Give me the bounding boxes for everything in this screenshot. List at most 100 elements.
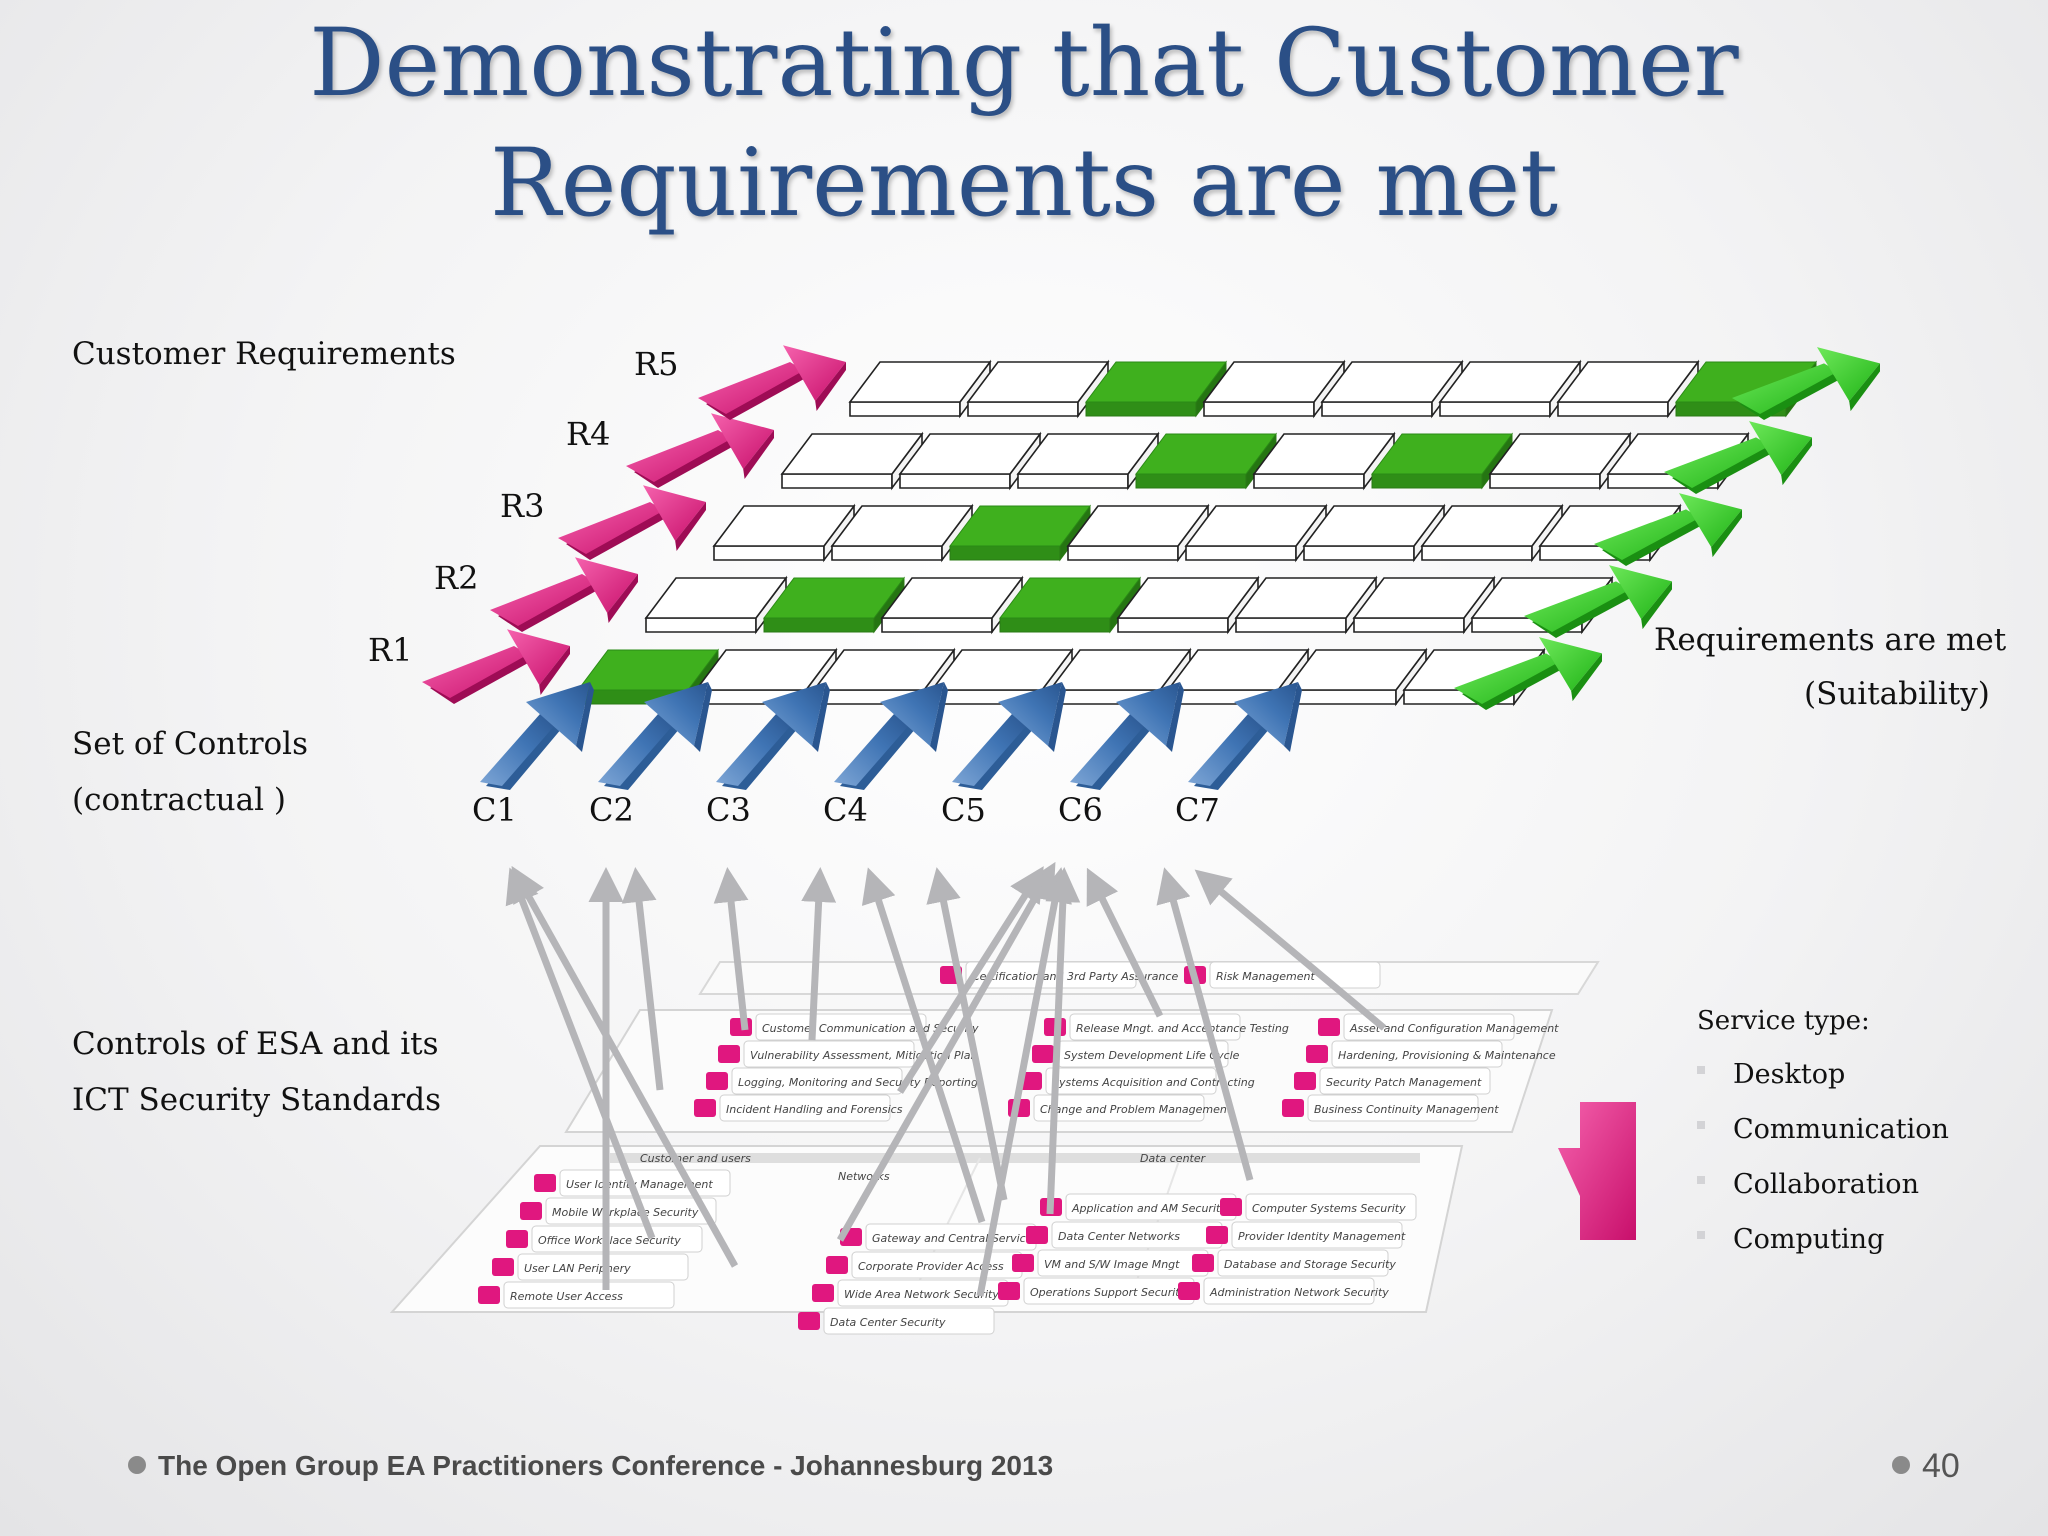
esa-control-item: VM and S/W Image Mngt [1012, 1249, 1209, 1277]
esa-section-header: Customer and users [640, 1152, 751, 1165]
slide-title-line-2: Requirements are met [490, 129, 1558, 238]
esa-control-text: Operations Support Security [1030, 1286, 1187, 1299]
requirement-met-arrows [1454, 347, 1880, 710]
esa-control-item: User LAN Periphery [492, 1253, 689, 1281]
esa-control-item: Risk Management [1184, 961, 1381, 989]
service-type-title: Service type: [1697, 1006, 1870, 1036]
met-arrow-r3 [1594, 493, 1742, 566]
esa-control-text: Provider Identity Management [1238, 1230, 1406, 1243]
esa-control-text: VM and S/W Image Mngt [1044, 1258, 1180, 1271]
esa-control-text: Computer Systems Security [1252, 1202, 1406, 1215]
esa-control-item: Data Center Security [798, 1307, 995, 1335]
control-label-c1: C1 [472, 791, 517, 829]
grid-cell [1488, 431, 1632, 491]
esa-control-item: Database and Storage Security [1192, 1249, 1396, 1277]
contractual-label: (contractual ) [72, 782, 286, 818]
suitability-label: (Suitability) [1804, 676, 1990, 712]
esa-control-item: Data Center Networks [1026, 1221, 1223, 1249]
esa-control-text: Asset and Configuration Management [1349, 1022, 1559, 1035]
grid-cell [1234, 575, 1378, 635]
requirement-label-r4: R4 [566, 415, 611, 453]
esa-control-text: System Development Life Cycle [1064, 1049, 1240, 1062]
esa-control-text: User LAN Periphery [524, 1262, 631, 1275]
mapping-arrow [713, 867, 749, 1031]
esa-control-item: Corporate Provider Access [826, 1251, 1023, 1279]
esa-control-item: Change and Problem Management [1008, 1094, 1232, 1122]
met-arrow-r4 [1664, 421, 1812, 494]
control-label-c4: C4 [823, 791, 868, 829]
grid-cell-met [1135, 432, 1277, 490]
esa-control-text: Data Center Security [830, 1316, 946, 1329]
esa-control-text: Security Patch Management [1326, 1076, 1482, 1089]
grid-cell [1556, 359, 1700, 419]
esa-control-item: Asset and Configuration Management [1318, 1013, 1559, 1041]
esa-control-text: Risk Management [1216, 970, 1315, 983]
mapping-arrow [511, 865, 739, 1268]
esa-control-text: Certification and 3rd Party Assurance [972, 970, 1178, 983]
mapping-arrow [897, 866, 1044, 1094]
grid-cell [1016, 431, 1160, 491]
mapping-arrow [836, 861, 1056, 1242]
esa-section-header: Data center [1140, 1152, 1207, 1165]
requirement-label-r2: R2 [434, 559, 479, 597]
service-type-computing: Computing [1733, 1224, 1885, 1255]
esa-control-text: Customer Communication and Security [762, 1022, 979, 1035]
esa-control-text: Database and Storage Security [1224, 1258, 1396, 1271]
esa-control-item: Logging, Monitoring and Security Reporti… [706, 1067, 978, 1095]
bullet-icon [1892, 1456, 1910, 1475]
grid-cell [1320, 359, 1464, 419]
control-arrow-c2 [598, 682, 712, 790]
esa-control-item: Security Patch Management [1294, 1067, 1491, 1095]
requirement-arrow-r1 [422, 629, 570, 704]
esa-control-item: Business Continuity Management [1282, 1094, 1499, 1122]
controls-esa-label-line-1: Controls of ESA and its [72, 1026, 439, 1062]
mapping-arrow [505, 867, 656, 1240]
bullet-icon [1697, 1120, 1705, 1129]
requirement-label-r3: R3 [500, 487, 545, 525]
esa-control-text: Incident Handling and Forensics [726, 1103, 903, 1116]
control-mapping-arrows [505, 861, 1387, 1297]
grid-cell [880, 575, 1024, 635]
control-label-c5: C5 [941, 791, 986, 829]
esa-control-text: Office Workplace Security [538, 1234, 681, 1247]
esa-control-text: Remote User Access [510, 1290, 623, 1303]
met-arrow-r5 [1732, 347, 1880, 420]
customer-requirements-label: Customer Requirements [72, 336, 456, 372]
requirement-arrow-r4 [626, 413, 774, 488]
control-label-c3: C3 [706, 791, 751, 829]
bullet-icon [1697, 1230, 1705, 1239]
esa-control-labels: Certification and 3rd Party Assurance Ris… [478, 961, 1559, 1335]
grid-cell-met [577, 648, 719, 706]
footer-text: The Open Group EA Practitioners Conferen… [158, 1450, 1054, 1481]
requirement-label-r1: R1 [368, 631, 413, 669]
control-arrow-c1 [480, 682, 594, 790]
service-type-item: Computing [1697, 1223, 1884, 1257]
esa-control-item: System Development Life Cycle [1032, 1040, 1240, 1068]
esa-control-text: Change and Problem Management [1040, 1103, 1232, 1116]
esa-control-item: Administration Network Security [1178, 1277, 1389, 1305]
esa-control-item: Operations Support Security [998, 1277, 1195, 1305]
set-of-controls-label: Set of Controls [72, 726, 308, 762]
footer: The Open Group EA Practitioners Conferen… [128, 1448, 1053, 1484]
mapping-arrow [926, 867, 1008, 1201]
requirement-label-r5: R5 [634, 345, 679, 383]
grid-cell [1438, 359, 1582, 419]
grid-cell [898, 431, 1042, 491]
page-number-value: 40 [1922, 1447, 1960, 1485]
esa-control-text: Systems Acquisition and Contracting [1052, 1076, 1255, 1089]
requirement-arrow-r3 [558, 485, 706, 560]
esa-control-item: Office Workplace Security [506, 1225, 703, 1253]
esa-control-text: Mobile Workplace Security [552, 1206, 699, 1219]
service-type-desktop: Desktop [1733, 1059, 1846, 1090]
control-label-c2: C2 [589, 791, 634, 829]
page-number: 40 [1892, 1446, 1960, 1486]
esa-control-item: Certification and 3rd Party Assurance [940, 961, 1178, 989]
esa-control-text: Data Center Networks [1058, 1230, 1180, 1243]
service-type-item: Desktop [1697, 1058, 1845, 1092]
esa-control-item: Mobile Workplace Security [520, 1197, 717, 1225]
esa-control-text: Gateway and Central Services [872, 1232, 1038, 1245]
mapping-arrow [976, 867, 1072, 1297]
service-type-arrow [1558, 1102, 1636, 1240]
bullet-icon [1697, 1065, 1705, 1074]
